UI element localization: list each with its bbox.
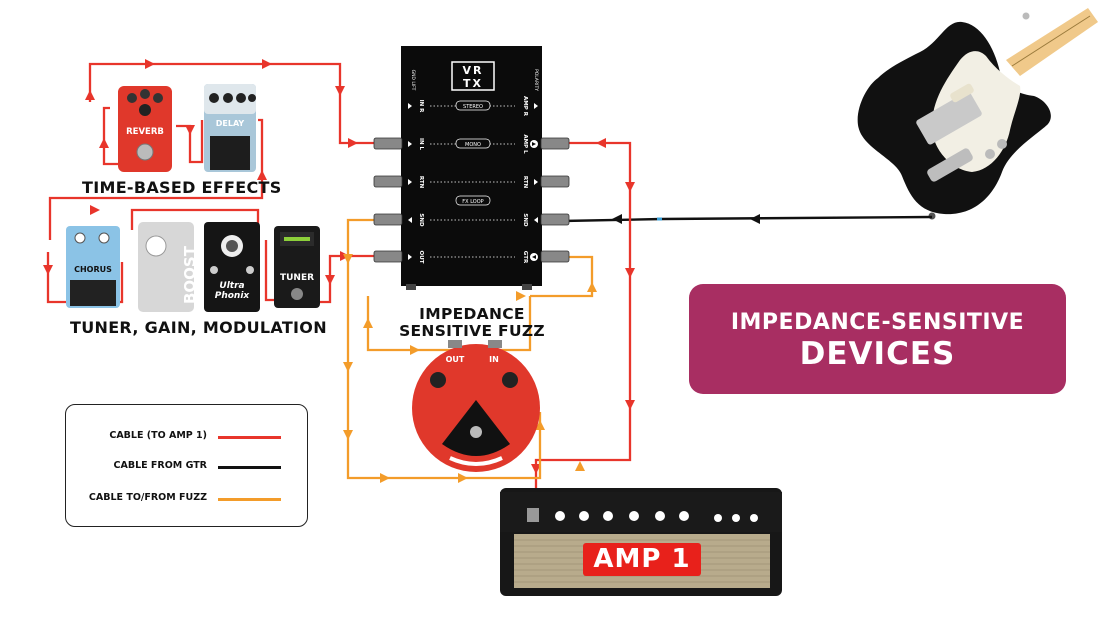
phonix-label: Phonix (215, 291, 251, 301)
fuzz-face-pedal: OUT IN (412, 340, 540, 472)
boost-pedal: BOOST (138, 222, 199, 312)
port-rtn-right-label: RTN (522, 176, 528, 189)
legend-row-orange: CABLE TO/FROM FUZZ (66, 492, 307, 506)
legend-swatch-black (218, 466, 281, 469)
port-snd-right-label: SND (522, 213, 528, 227)
ultra-label: Ultra (219, 281, 244, 291)
port-snd-left-label: SND (418, 213, 424, 227)
impedance-sensitive-fuzz-label: IMPEDANCE SENSITIVE FUZZ (399, 305, 545, 340)
amp-label: AMP 1 (583, 543, 701, 576)
polarity-label: POLARITY (533, 69, 539, 91)
port-out-label: OUT (418, 251, 424, 264)
legend-label-black: CABLE FROM GTR (113, 460, 207, 471)
port-amp-r-label: AMP R (522, 96, 528, 117)
cable-legend: CABLE (TO AMP 1) CABLE FROM GTR CABLE TO… (65, 404, 308, 527)
fuzz-in-label: IN (489, 355, 499, 364)
ultra-phonix-pedal: Ultra Phonix (204, 222, 260, 312)
port-amp-l-label: AMP L (522, 134, 528, 154)
tuner-label: TUNER (280, 273, 314, 283)
amplifier (500, 488, 782, 596)
delay-label: DELAY (216, 119, 245, 128)
tuner-gain-modulation-label: TUNER, GAIN, MODULATION (70, 318, 327, 337)
reverb-pedal: REVERB (118, 86, 172, 172)
port-gtr-label: GTR (522, 251, 528, 264)
impedance-sensitive-banner: IMPEDANCE-SENSITIVE DEVICES (689, 284, 1066, 394)
gnd-lift-label: GND LIFT (410, 70, 416, 91)
legend-row-black: CABLE FROM GTR (66, 460, 307, 474)
delay-pedal: DELAY (204, 84, 256, 172)
port-in-l-label: IN L (418, 138, 424, 151)
tuner-pedal: TUNER (274, 226, 320, 308)
vrtx-logo-bottom: TX (463, 77, 483, 90)
red-cable-arrows (43, 59, 635, 474)
banner-line2: DEVICES (799, 336, 956, 372)
fuzz-out-label: OUT (446, 355, 465, 364)
vrtx-logo-top: VR (463, 64, 484, 77)
legend-swatch-orange (218, 498, 281, 501)
chorus-pedal: CHORUS (66, 226, 120, 308)
boost-label: BOOST (181, 245, 199, 304)
time-based-effects-label: TIME-BASED EFFECTS (82, 178, 282, 197)
reverb-label: REVERB (126, 127, 164, 137)
port-rtn-left-label: RTN (418, 176, 424, 189)
chorus-label: CHORUS (74, 265, 112, 274)
fx-loop-badge: FX LOOP (462, 199, 483, 205)
orange-cable-arrows (343, 254, 597, 483)
port-in-r-label: IN R (418, 100, 424, 114)
cable-from-guitar (561, 214, 933, 224)
mono-badge: MONO (465, 142, 481, 148)
legend-label-orange: CABLE TO/FROM FUZZ (88, 492, 207, 503)
stereo-badge: STEREO (463, 104, 483, 110)
legend-swatch-red (218, 436, 281, 439)
banner-line1: IMPEDANCE-SENSITIVE (730, 310, 1025, 335)
legend-label-red: CABLE (TO AMP 1) (109, 430, 207, 441)
electric-guitar-icon (857, 8, 1098, 220)
vrtx-device: VR TX GND LIFT POLARITY STEREO MONO FX L… (373, 46, 570, 290)
legend-row-red: CABLE (TO AMP 1) (66, 430, 307, 444)
